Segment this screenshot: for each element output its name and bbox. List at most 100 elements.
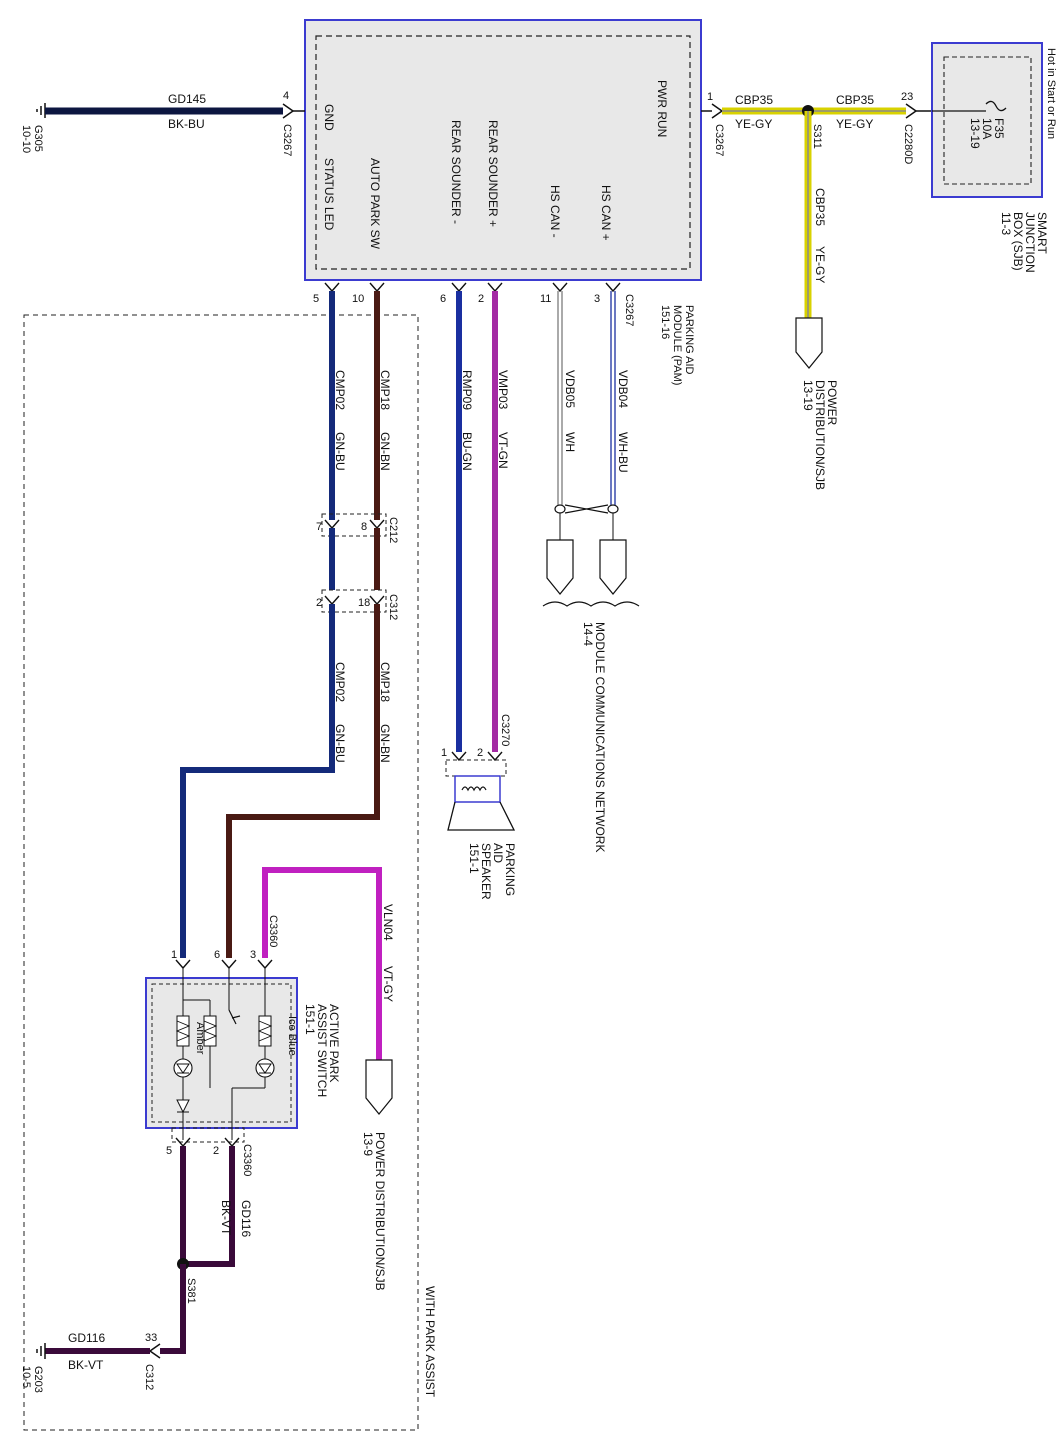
- pam-gnd-pin: 4: [283, 90, 289, 102]
- wire-vdb05-circuit: VDB05: [563, 370, 577, 408]
- speaker-connector-box: [445, 759, 507, 777]
- gd116-lower-circuit: GD116: [68, 1331, 105, 1345]
- resistor-zigzag-icon: [175, 1020, 191, 1042]
- c312-pin-2: 2: [316, 597, 322, 609]
- switch-pin-3: 3: [250, 949, 256, 961]
- lower-cmp02-color: GN-BU: [333, 724, 347, 763]
- ground-g305-ref: 10-10: [20, 125, 32, 153]
- mcn-title: MODULE COMMUNICATIONS NETWORK: [593, 622, 607, 852]
- fuse-rating: 10A: [980, 118, 994, 139]
- wire-gd145-color: BK-BU: [168, 117, 205, 131]
- speaker-title-line2: AID: [491, 843, 505, 863]
- c312-connector-box: [321, 589, 387, 613]
- c212-terminals: [324, 519, 385, 530]
- power-dist-1-line2: DISTRIBUTION/SJB: [813, 380, 827, 490]
- lower-cmp18-circuit: CMP18: [378, 662, 392, 702]
- c312-bottom-pin: 33: [145, 1332, 157, 1344]
- wire-cbp35-a-color: YE-GY: [735, 117, 772, 131]
- pam-hs-can-minus-label: HS CAN -: [548, 185, 562, 238]
- wire-vmp03-circuit: VMP03: [496, 370, 510, 410]
- mcn-ref: 14-4: [581, 622, 595, 646]
- speaker-title-line3: SPEAKER: [479, 843, 493, 900]
- switch-pin-2: 2: [213, 1145, 219, 1157]
- pam-status-led-label: STATUS LED: [322, 158, 336, 231]
- resistor-icon: [258, 1015, 272, 1047]
- pam-pin-2: 2: [478, 293, 484, 305]
- switch-title-line2: ASSIST SWITCH: [315, 1004, 329, 1097]
- pam-connector-right: C3267: [713, 124, 725, 156]
- splice-s311-label: S311: [811, 124, 823, 149]
- pam-pin-5: 5: [313, 293, 319, 305]
- mcn-connector-a: [546, 539, 574, 595]
- switch-inner: [151, 983, 292, 1123]
- speaker-coil-icon: [461, 786, 487, 792]
- speaker-body: [454, 775, 501, 803]
- wire-cbp35-a-circuit: CBP35: [735, 93, 773, 107]
- pam-pin-11: 11: [540, 293, 551, 305]
- wire-cmp02-lower: [180, 604, 335, 958]
- c312-label: C312: [387, 594, 399, 620]
- wire-vmp03-color: VT-GN: [496, 432, 510, 469]
- wire-cmp18-lower: [226, 604, 380, 958]
- pam-pwr-pin: 1: [707, 91, 713, 103]
- ground-g203-ref: 10-5: [20, 1366, 32, 1388]
- switch-pin-1: 1: [171, 949, 177, 961]
- pam-title-line2: MODULE (PAM): [671, 305, 683, 385]
- twisted-pair-symbol: [554, 504, 619, 514]
- switch-connector-bottom: C3360: [241, 1144, 253, 1176]
- pam-connector-left: C3267: [281, 124, 293, 156]
- led-amber-diode-icon: [176, 1063, 190, 1074]
- speaker-connector-label: C3270: [499, 714, 511, 746]
- power-dist-1-line3: 13-19: [801, 380, 815, 411]
- pam-auto-park-sw-label: AUTO PARK SW: [368, 158, 382, 250]
- pam-rear-sounder-minus-label: REAR SOUNDER -: [449, 120, 463, 224]
- park-assist-label: WITH PARK ASSIST: [423, 1286, 437, 1398]
- wire-rmp09-color: BU-GN: [460, 432, 474, 471]
- wire-cbp35-b-color: YE-GY: [836, 117, 873, 131]
- speaker-pin-2: 2: [477, 747, 483, 759]
- wire-vln04: [262, 867, 382, 1060]
- resistor-icon: [176, 1015, 190, 1047]
- sjb-title-line3: BOX (SJB): [1011, 212, 1025, 271]
- ground-g203-name: G203: [32, 1366, 44, 1393]
- splice-s381-label: S381: [185, 1278, 197, 1304]
- pam-bottom-terminals: [324, 282, 621, 293]
- pam-pin-3: 3: [594, 293, 600, 305]
- wire-gd145-circuit: GD145: [168, 92, 206, 106]
- resistor-zigzag-icon: [257, 1020, 273, 1042]
- led-ice-blue-icon: [255, 1058, 275, 1078]
- gd116-upper-circuit: GD116: [239, 1200, 253, 1237]
- pam-module-inner: [315, 35, 691, 270]
- power-dist-connector-2: [365, 1059, 393, 1115]
- sjb-title-line2: JUNCTION: [1023, 212, 1037, 273]
- wire-vln04-color: VT-GY: [381, 966, 395, 1002]
- switch-contact-icon: [228, 1009, 241, 1025]
- sjb-inner: [943, 56, 1032, 185]
- pam-module-box: [304, 19, 702, 281]
- sjb-terminal: [905, 103, 918, 119]
- switch-pin-5: 5: [166, 1145, 172, 1157]
- sjb-connector: C2280D: [902, 124, 914, 164]
- speaker-title-line4: 151-1: [467, 843, 481, 874]
- c312-pin-18: 18: [358, 597, 370, 609]
- power-dist-1-line1: POWER: [825, 380, 839, 426]
- switch-bottom-connector-box: [171, 1127, 245, 1143]
- switch-amber-label: Amber: [194, 1022, 206, 1055]
- wire-cbp35-b-circuit: CBP35: [836, 93, 874, 107]
- switch-connector-top: C3360: [267, 915, 279, 947]
- pam-rear-sounder-plus-label: REAR SOUNDER +: [486, 120, 500, 227]
- power-dist-2-ref: 13-9: [361, 1132, 375, 1156]
- wire-cbp35-down-color: YE-GY: [813, 246, 827, 283]
- ground-g305-symbol: [36, 103, 46, 118]
- switch-pin-6: 6: [214, 949, 220, 961]
- switch-title-line3: 151-1: [303, 1004, 317, 1035]
- lower-cmp18-color: GN-BN: [378, 724, 392, 763]
- pam-title-line3: 151-16: [659, 305, 671, 339]
- led-ice-blue-diode-icon: [258, 1063, 272, 1074]
- wire-vln04-circuit: VLN04: [381, 904, 395, 941]
- pam-pwr-terminal: [711, 103, 724, 119]
- switch-box: [145, 977, 298, 1129]
- sjb-hot-label: Hot in Start or Run: [1045, 48, 1057, 139]
- c212-connector-box: [321, 513, 387, 537]
